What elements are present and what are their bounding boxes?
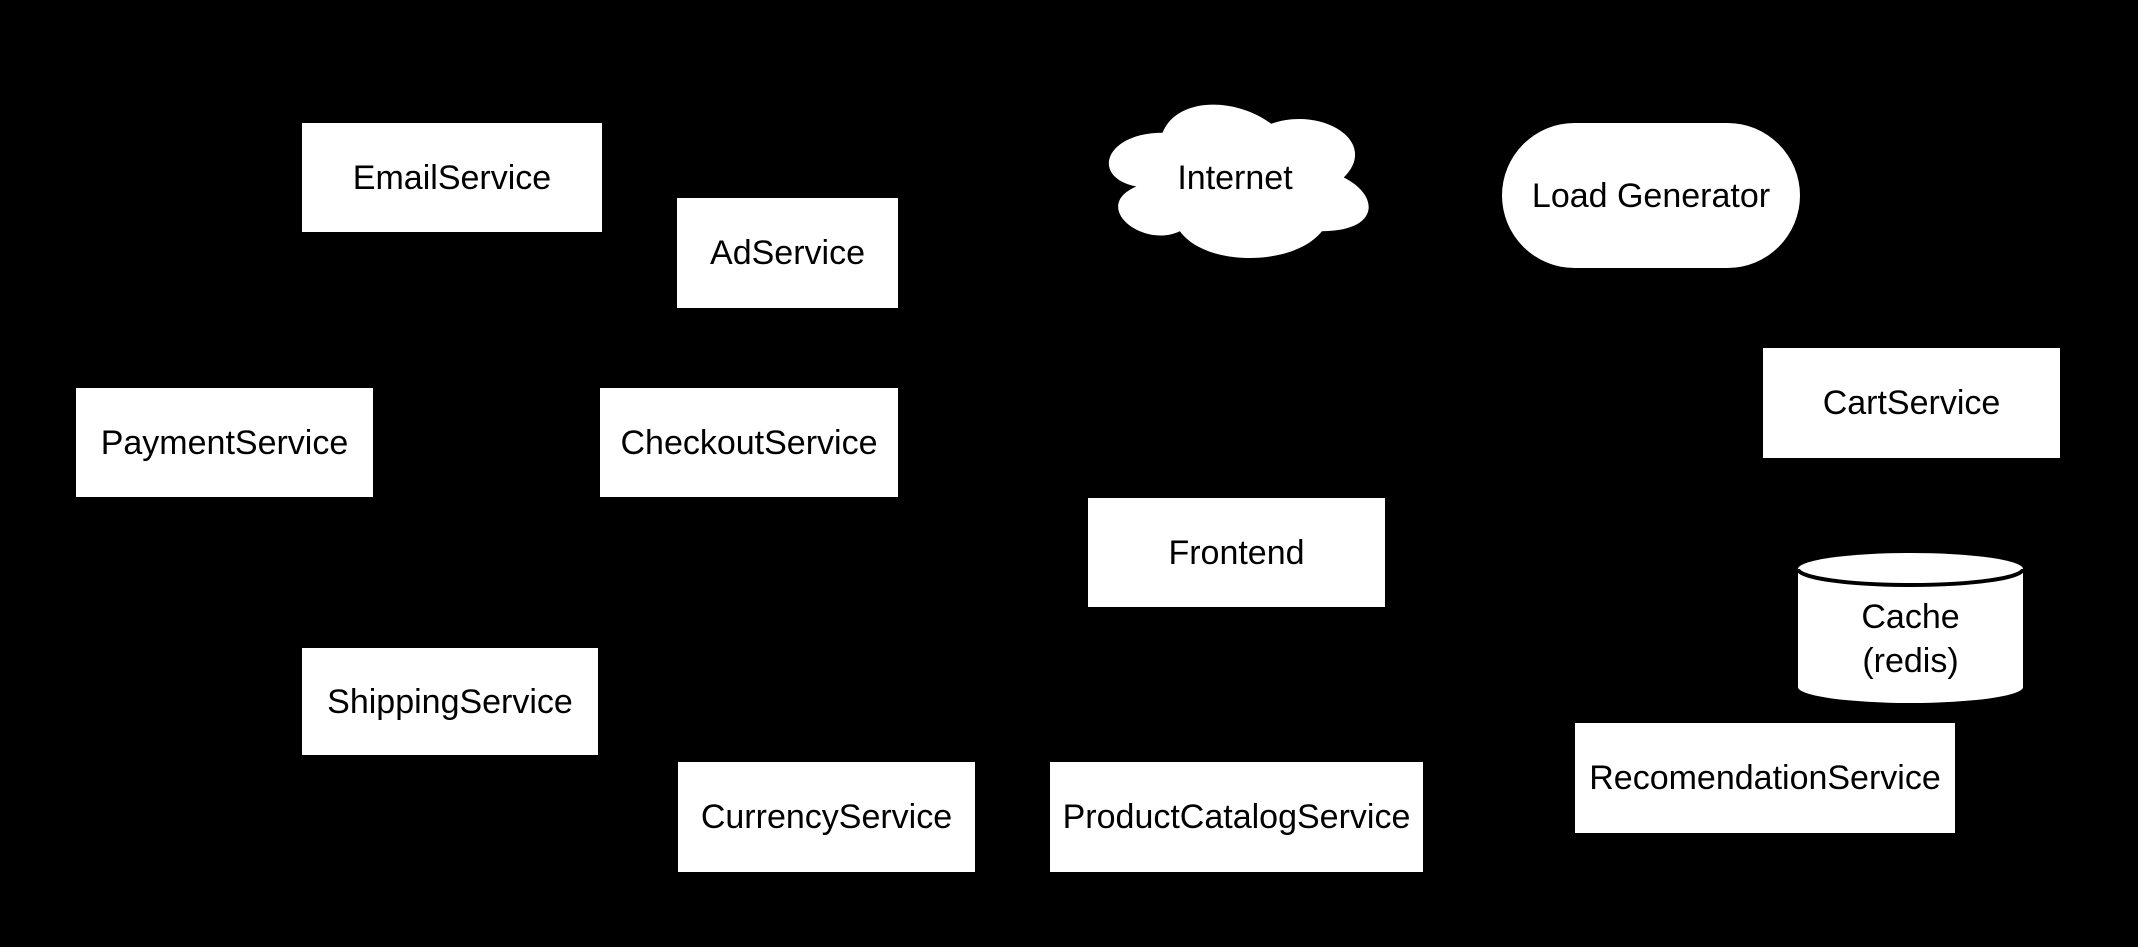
node-label: Load Generator bbox=[1531, 176, 1771, 215]
node-label: CartService bbox=[1822, 384, 2001, 422]
node-checkoutservice: CheckoutService bbox=[600, 388, 898, 497]
node-label: ShippingService bbox=[327, 682, 573, 721]
node-cartservice: CartService bbox=[1763, 348, 2060, 458]
node-load-generator: Load Generator bbox=[1502, 123, 1800, 268]
node-label: Frontend bbox=[1168, 533, 1305, 572]
node-adservice: AdService bbox=[677, 198, 898, 308]
node-label: Cache (redis) bbox=[1861, 573, 1959, 683]
node-label: Internet bbox=[1177, 158, 1293, 197]
node-cache-redis: Cache (redis) bbox=[1798, 553, 2023, 703]
node-label: CheckoutService bbox=[620, 423, 878, 462]
node-productcatalogservice: ProductCatalogService bbox=[1050, 762, 1423, 872]
node-label: AdService bbox=[710, 234, 865, 272]
node-label: EmailService bbox=[352, 158, 552, 197]
node-label: ProductCatalogService bbox=[1062, 798, 1411, 836]
node-internet: Internet bbox=[1090, 88, 1380, 267]
node-recomendationservice: RecomendationService bbox=[1575, 723, 1955, 833]
node-emailservice: EmailService bbox=[302, 123, 602, 232]
node-paymentservice: PaymentService bbox=[76, 388, 373, 497]
cylinder-icon bbox=[1798, 553, 2023, 703]
node-label: CurrencyService bbox=[700, 798, 953, 836]
cache-label-line2: (redis) bbox=[1862, 642, 1959, 680]
node-label: RecomendationService bbox=[1589, 759, 1941, 797]
node-shippingservice: ShippingService bbox=[302, 648, 598, 755]
node-currencyservice: CurrencyService bbox=[678, 762, 975, 872]
cache-label-line1: Cache bbox=[1861, 598, 1960, 636]
node-frontend: Frontend bbox=[1088, 498, 1385, 607]
node-label: PaymentService bbox=[100, 423, 349, 462]
cloud-icon bbox=[1108, 104, 1369, 259]
